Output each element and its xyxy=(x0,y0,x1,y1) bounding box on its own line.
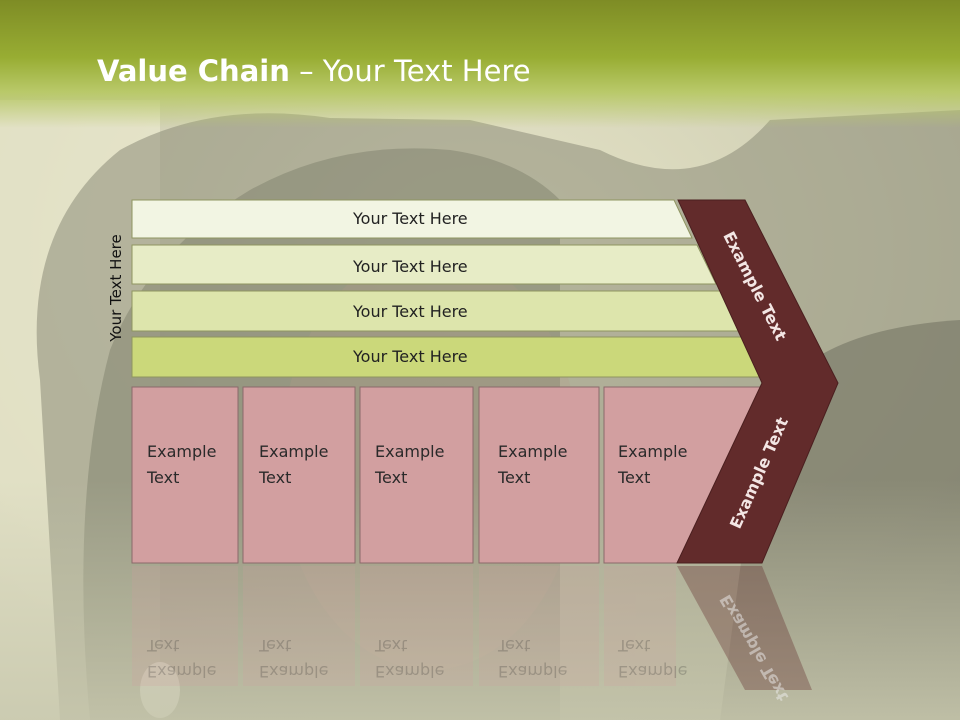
activity-box-2 xyxy=(242,386,356,564)
activity-box-3 xyxy=(359,386,474,564)
row-label-3: Your Text Here xyxy=(353,302,468,321)
row-label-1: Your Text Here xyxy=(353,209,468,228)
row-bar-1 xyxy=(131,199,693,239)
slide-title: Value Chain – Your Text Here xyxy=(97,54,531,88)
side-axis-label: Your Text Here xyxy=(107,234,125,342)
row-bar-2 xyxy=(131,244,717,285)
activity-box-1 xyxy=(131,386,239,564)
title-bar xyxy=(0,0,960,128)
chevron-reflection xyxy=(677,566,812,690)
activity-box-4 xyxy=(478,386,600,564)
row-label-2: Your Text Here xyxy=(353,257,468,276)
margin-chevron xyxy=(676,199,839,564)
reflection xyxy=(132,566,676,686)
row-label-4: Your Text Here xyxy=(353,347,468,366)
